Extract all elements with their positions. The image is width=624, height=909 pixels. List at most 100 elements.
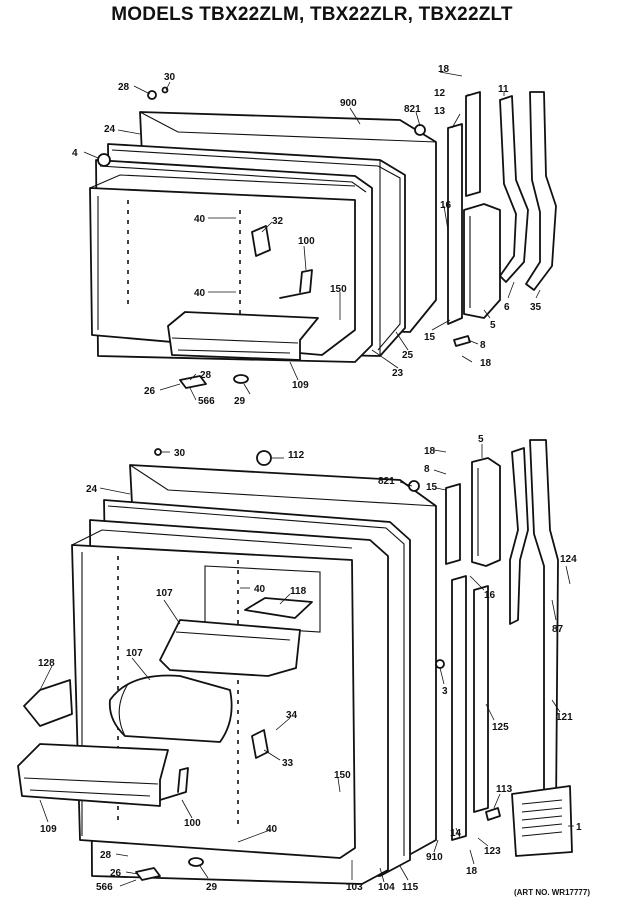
part-label: 14 [450, 828, 462, 839]
part-label: 104 [378, 882, 395, 893]
part-label: 28 [118, 82, 130, 93]
freezer-inner-liner [89, 187, 356, 356]
part-label: 40 [194, 288, 206, 299]
part-label: 100 [184, 818, 201, 829]
part-label: 150 [334, 770, 351, 781]
hinge-26 [179, 375, 207, 389]
part-label: 35 [530, 302, 542, 313]
plug-821 [408, 480, 420, 492]
part-label: 18 [438, 64, 450, 75]
handle-124 [509, 447, 529, 625]
part-label: 40 [194, 214, 206, 225]
part-label: 5 [490, 320, 496, 331]
part-label: 33 [282, 758, 294, 769]
part-113 [485, 807, 501, 821]
hinge-26 [135, 867, 161, 881]
part-label: 26 [144, 386, 156, 397]
part-label: 40 [266, 824, 278, 835]
shelf-118 [244, 597, 313, 619]
part-label: 15 [424, 332, 436, 343]
freezer-gasket-4 [97, 153, 111, 167]
freezer-handle-6 [499, 95, 529, 283]
part-label: 29 [206, 882, 218, 893]
freezer-assembly [89, 86, 557, 389]
part-label: 18 [424, 446, 436, 457]
part-label: 566 [96, 882, 113, 893]
part-label: 12 [434, 88, 446, 99]
part-label: 30 [164, 72, 176, 83]
part-label: 24 [86, 484, 98, 495]
part-label: 112 [288, 450, 305, 461]
part-label: 16 [484, 590, 496, 601]
freezer-strip-5 [463, 203, 501, 319]
part-label: 8 [424, 464, 430, 475]
part-label: 113 [496, 784, 513, 795]
strip-125 [473, 585, 489, 813]
plug-821 [414, 124, 426, 136]
plug-29 [233, 374, 249, 384]
part-label: 16 [440, 200, 452, 211]
part-label: 115 [402, 882, 419, 893]
part-label: 26 [110, 868, 122, 879]
part-label: 109 [292, 380, 309, 391]
part-label: 566 [198, 396, 215, 407]
part-label: 15 [426, 482, 438, 493]
part-label: 11 [498, 84, 509, 95]
label-card-1 [511, 785, 573, 857]
trim-15 [445, 483, 461, 565]
part-label: 125 [492, 722, 509, 733]
part-label: 5 [478, 434, 484, 445]
strip-14 [451, 575, 467, 841]
part-label: 6 [504, 302, 510, 313]
part-3 [435, 659, 445, 669]
part-label: 150 [330, 284, 347, 295]
part-label: 24 [104, 124, 116, 135]
part-label: 910 [426, 852, 443, 863]
leader-lines [39, 71, 574, 887]
screw-28 [147, 90, 157, 100]
part-label: 107 [156, 588, 173, 599]
part-label: 821 [404, 104, 421, 115]
part-label: 28 [200, 370, 212, 381]
part-label: 40 [254, 584, 266, 595]
crisper-107 [108, 674, 233, 743]
page-title: MODELS TBX22ZLM, TBX22ZLR, TBX22ZLT [111, 4, 513, 25]
screw-30 [154, 448, 162, 456]
freezer-cup-32 [251, 225, 271, 257]
freezer-handle-35 [525, 91, 557, 291]
freezer-bracket-100 [279, 269, 313, 299]
part-label: 821 [378, 476, 395, 487]
part-label: 100 [298, 236, 315, 247]
part-label: 34 [286, 710, 298, 721]
part-label: 109 [40, 824, 57, 835]
part-label: 103 [346, 882, 363, 893]
part-label: 29 [234, 396, 246, 407]
part-label: 25 [402, 350, 414, 361]
part-label: 121 [556, 712, 573, 723]
part-label: 32 [272, 216, 284, 227]
part-label: 900 [340, 98, 357, 109]
shelf-107-upper [159, 619, 301, 677]
fresh-food-assembly [17, 439, 573, 885]
part-label: 30 [174, 448, 186, 459]
plug-112 [256, 450, 272, 466]
hinge-8 [453, 335, 471, 347]
part-label: 87 [552, 624, 564, 635]
freezer-basket-109 [167, 311, 319, 361]
part-label: 124 [560, 554, 577, 565]
bin-128 [23, 679, 73, 727]
freezer-hinge-12 [465, 91, 481, 197]
part-label: 118 [290, 586, 307, 597]
part-label: 8 [480, 340, 486, 351]
strip-5 [471, 457, 501, 567]
part-label: 18 [480, 358, 492, 369]
freezer-part-labels: 28 30 900 821 18 12 11 13 24 4 40 32 16 … [72, 64, 542, 407]
part-label: 1 [576, 822, 582, 833]
part-label: 13 [434, 106, 446, 117]
fresh-food-part-labels: 30 112 18 5 8 15 821 24 16 40 118 107 12… [38, 434, 582, 893]
art-number: (ART NO. WR17777) [513, 888, 590, 897]
part-label: 4 [72, 148, 78, 159]
plug-29 [188, 857, 204, 867]
part-label: 107 [126, 648, 143, 659]
